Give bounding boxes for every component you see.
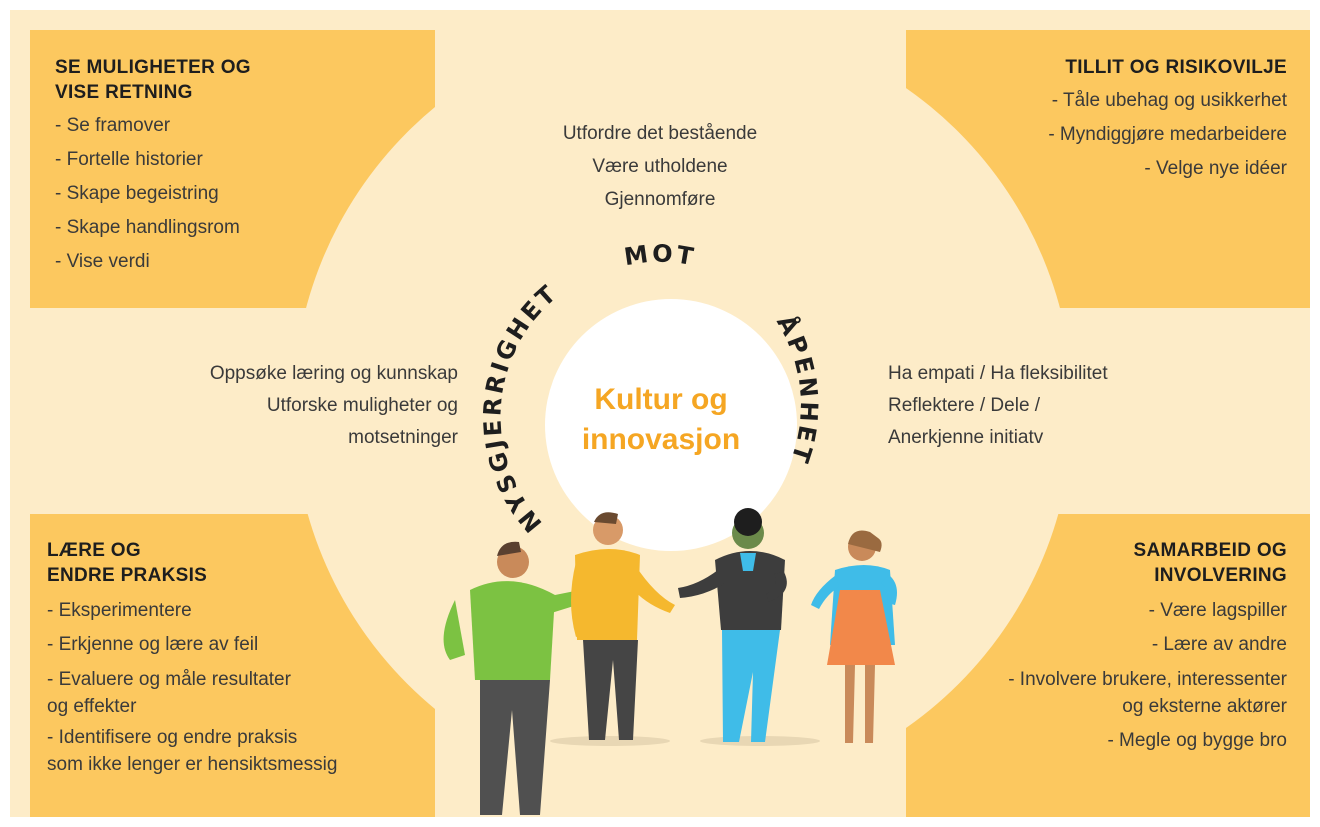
center-circle <box>545 299 797 551</box>
center-title-line: innovasjon <box>581 423 741 456</box>
list-item: - Lære av andre <box>1151 634 1287 655</box>
arc-label-text: NYSGJERRIGHET <box>478 278 560 537</box>
mid-text-line: Utfordre det bestående <box>562 123 758 144</box>
arc-label-text: MOT <box>622 240 695 272</box>
corner-heading: SE MULIGHETER OG VISE RETNING <box>55 57 251 103</box>
corner-heading: TILLIT OG RISIKOVILJE <box>1065 57 1287 78</box>
list-item: - Erkjenne og lære av feil <box>47 634 259 655</box>
top-mid-text: Utfordre det bestående Være utholdene Gj… <box>500 117 820 216</box>
list-item: - Involvere brukere, interessenter og ek… <box>1008 669 1287 717</box>
list-item: - Vise verdi <box>55 251 150 272</box>
list-item: - Identifisere og endre praksis som ikke… <box>47 727 338 775</box>
mid-text-line: motsetninger <box>348 427 458 448</box>
mid-text-line: Gjennomføre <box>604 189 716 210</box>
center-title-line: Kultur og <box>594 383 728 416</box>
list-item: - Megle og bygge bro <box>1107 730 1287 751</box>
center-title: Kultur og innovasjon <box>545 380 777 460</box>
arc-label-apenhet: ÅPENHET <box>771 310 823 469</box>
mid-text-line: Oppsøke læring og kunnskap <box>209 363 458 384</box>
corner-top-right: TILLIT OG RISIKOVILJE - Tåle ubehag og u… <box>1048 55 1287 186</box>
corner-heading: SAMARBEID OG INVOLVERING <box>1133 540 1287 586</box>
arc-label-nysgjerrighet: NYSGJERRIGHET <box>478 278 563 537</box>
list-item: - Se framover <box>55 115 171 136</box>
corner-bottom-left: LÆRE OG ENDRE PRAKSIS - Eksperimentere -… <box>47 538 337 782</box>
corner-heading: LÆRE OG ENDRE PRAKSIS <box>47 540 208 586</box>
mid-text-line: Anerkjenne initiatv <box>888 427 1044 448</box>
left-mid-text: Oppsøke læring og kunnskap Utforske muli… <box>118 358 458 454</box>
list-item: - Myndiggjøre medarbeidere <box>1048 124 1287 145</box>
list-item: - Evaluere og måle resultater og effekte… <box>47 669 291 717</box>
list-item: - Være lagspiller <box>1148 600 1287 621</box>
person-orange-dress-illustration <box>811 530 897 743</box>
list-item: - Fortelle historier <box>55 149 203 170</box>
person-green-sweater-illustration <box>443 541 602 815</box>
mid-text-line: Utforske muligheter og <box>266 395 458 416</box>
person-dark-hoodie-illustration <box>678 508 787 742</box>
corner-top-left: SE MULIGHETER OG VISE RETNING - Se framo… <box>55 55 251 279</box>
list-item: - Skape begeistring <box>55 183 219 204</box>
shadow <box>550 736 670 746</box>
right-mid-text: Ha empati / Ha fleksibilitet Reflektere … <box>888 358 1218 454</box>
list-item: - Velge nye idéer <box>1144 158 1287 179</box>
list-item: - Eksperimentere <box>47 600 192 621</box>
mid-text-line: Reflektere / Dele / <box>888 395 1041 416</box>
diagram-frame <box>10 10 1310 817</box>
list-item: - Tåle ubehag og usikkerhet <box>1051 90 1287 111</box>
person-yellow-sweater-illustration <box>571 512 675 740</box>
arc-label-text: ÅPENHET <box>771 310 820 469</box>
mid-text-line: Ha empati / Ha fleksibilitet <box>888 363 1108 384</box>
corner-bottom-right: SAMARBEID OG INVOLVERING - Være lagspill… <box>1008 538 1287 758</box>
list-item: - Skape handlingsrom <box>55 217 240 238</box>
mid-text-line: Være utholdene <box>592 156 728 177</box>
arc-label-mot: MOT <box>622 240 698 272</box>
